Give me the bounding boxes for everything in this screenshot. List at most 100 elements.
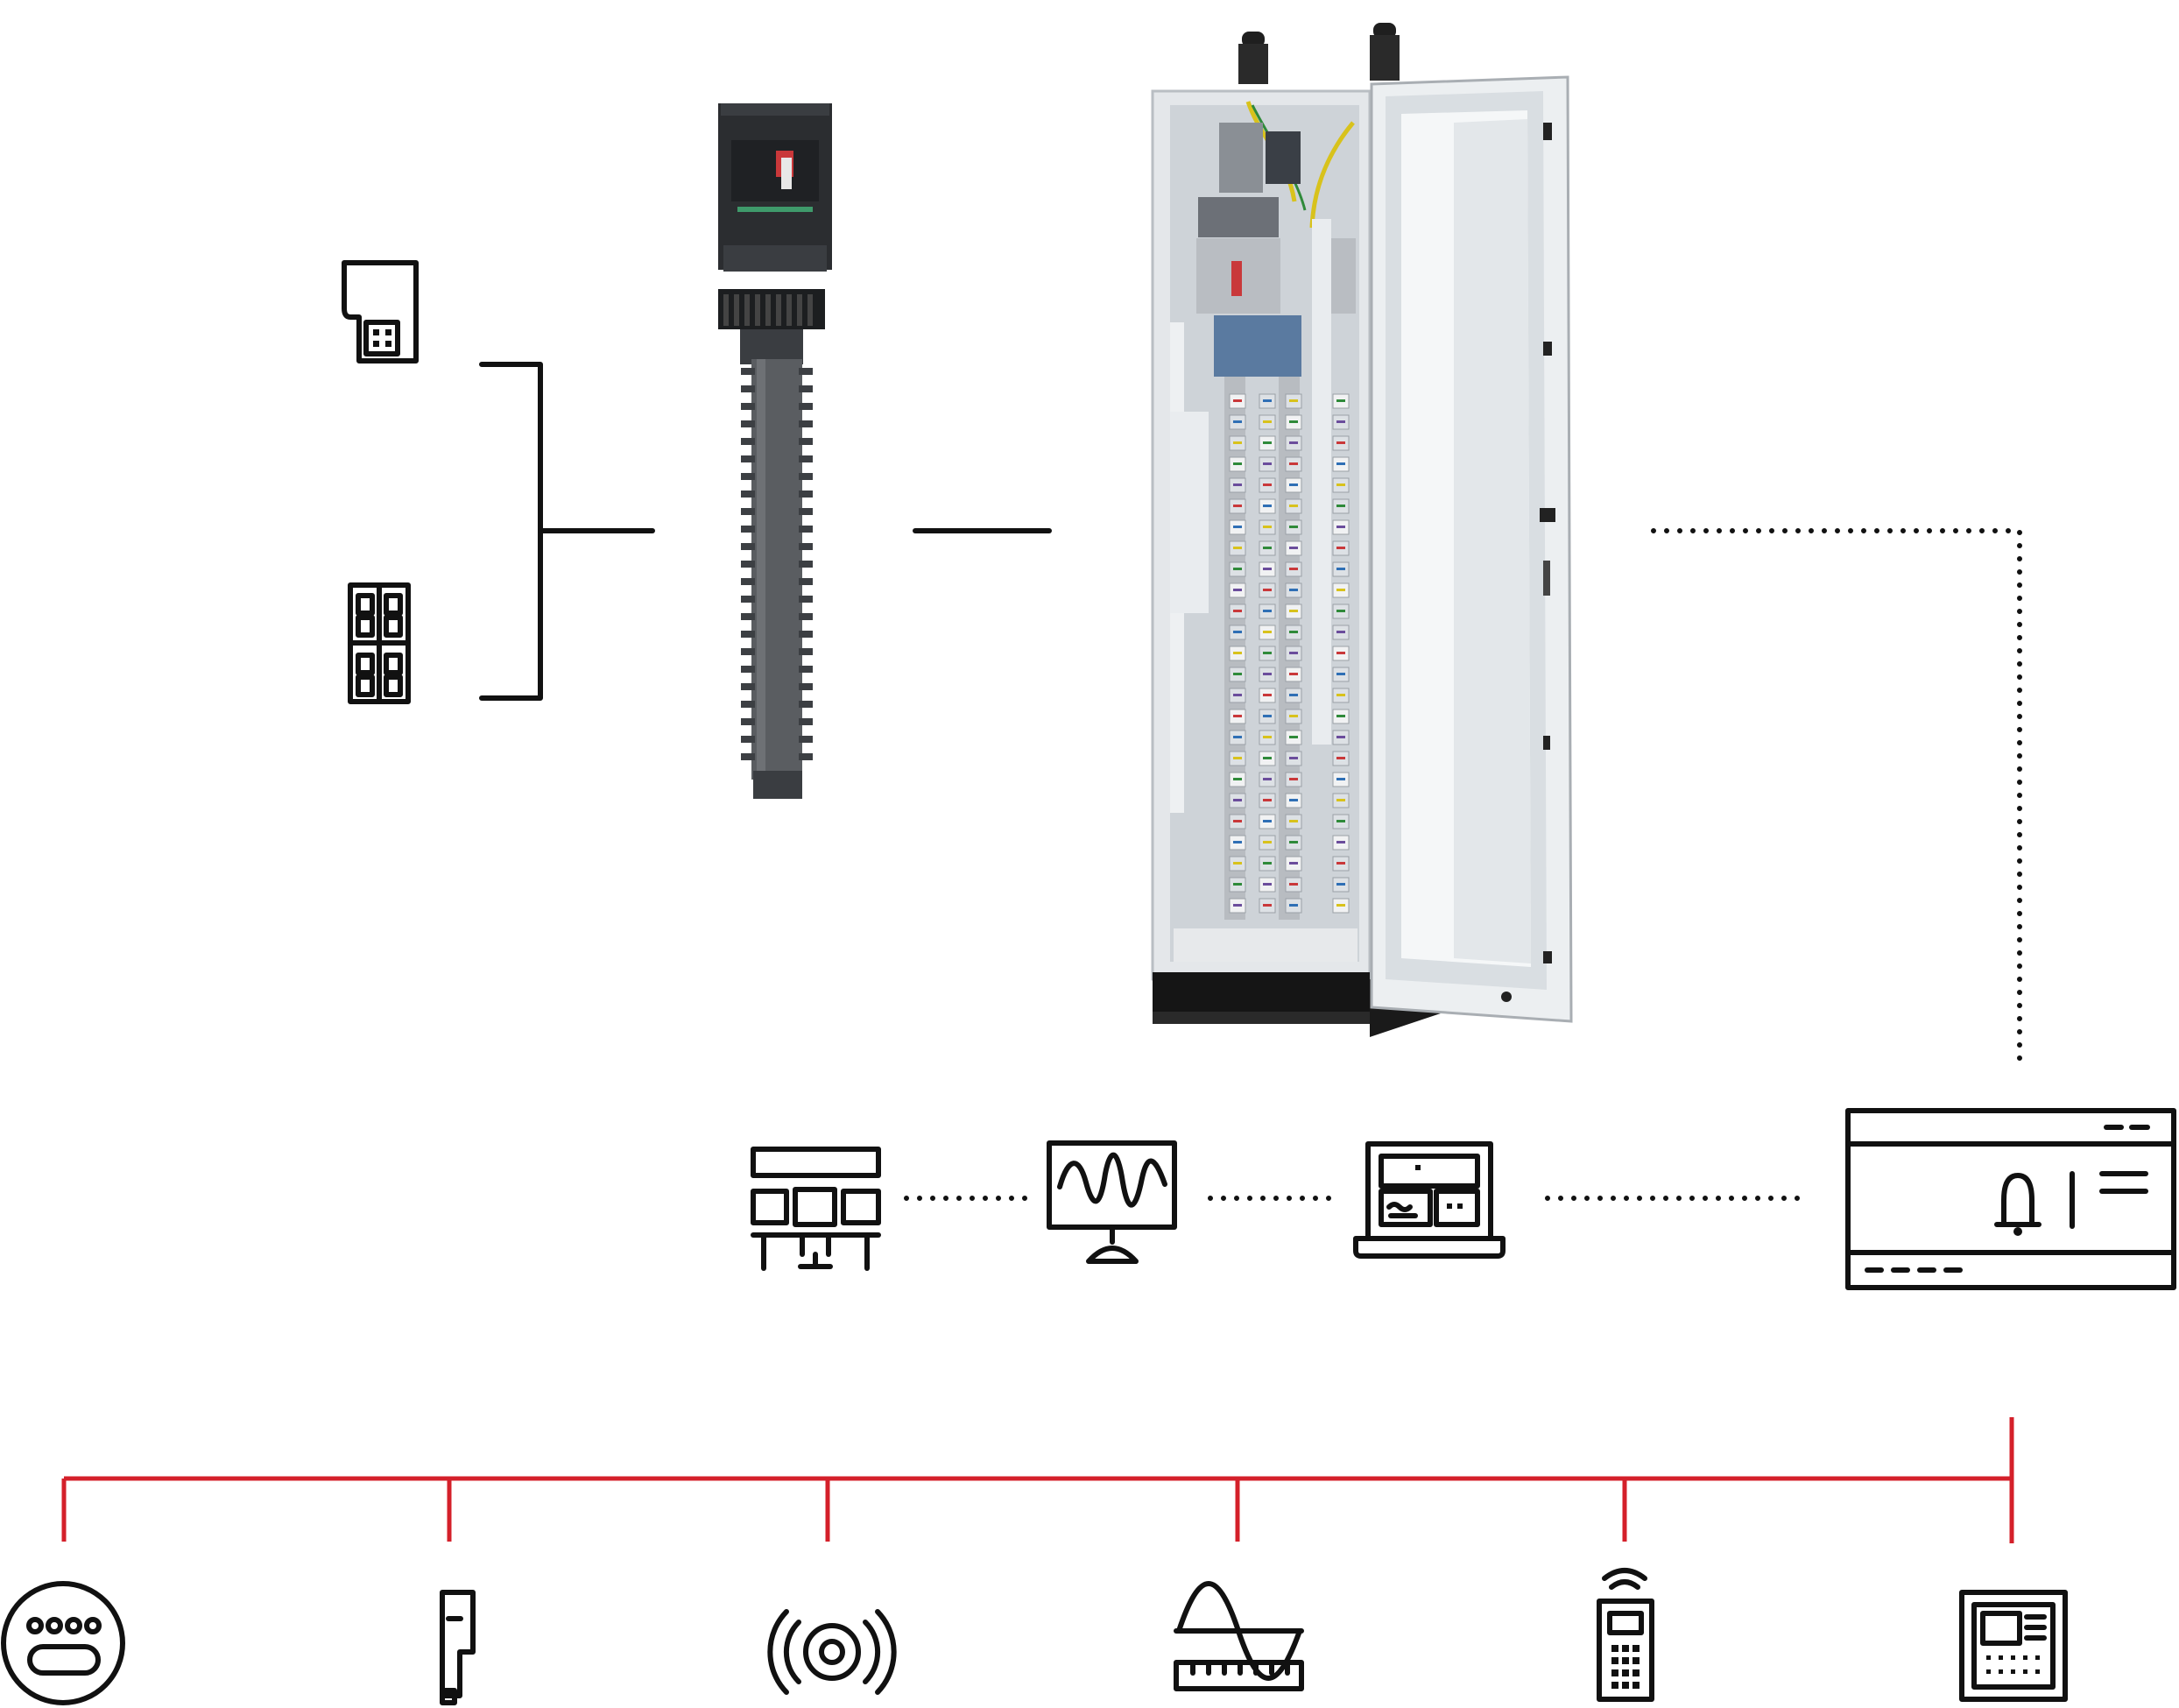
cabinet-wire [1263, 483, 1272, 486]
busbar-tap [741, 578, 755, 585]
busbar-fins [723, 294, 813, 326]
cabinet-wire [1289, 526, 1298, 528]
cabinet-wire [1336, 420, 1345, 423]
laptop-dashboard-icon [1353, 1141, 1506, 1259]
cabinet-wire [1263, 505, 1272, 507]
busbar-tap [741, 666, 755, 673]
cabinet-wire [1233, 652, 1242, 654]
cabinet-wire [1263, 526, 1272, 528]
busbar-tap [741, 631, 755, 638]
cabinet-wire [1263, 799, 1272, 801]
fieldbus-red-line [61, 1417, 2014, 1543]
din-rail-gateway-icon [1845, 1108, 2176, 1290]
busbar-tap [799, 648, 813, 655]
cabinet-wire [1263, 694, 1272, 696]
busbar-tap [799, 403, 813, 410]
cabinet-wire [1263, 715, 1272, 717]
cabinet-wire [1336, 778, 1345, 780]
cabinet-wire [1289, 441, 1298, 444]
cabinet-wire [1233, 420, 1242, 423]
rcbo-module-icon [348, 582, 411, 704]
busbar-tap [799, 473, 813, 480]
cabinet-wire [1233, 904, 1242, 907]
cabinet-wire [1336, 610, 1345, 612]
cabinet-wire [1336, 673, 1345, 675]
cabinet-wire [1233, 820, 1242, 822]
cabinet-wire [1263, 441, 1272, 444]
cabinet-wire [1233, 462, 1242, 465]
cabinet-wire [1289, 820, 1298, 822]
cabinet-wire [1336, 589, 1345, 591]
cabinet-wire [1336, 736, 1345, 738]
cabinet-wire [1336, 799, 1345, 801]
cabinet-wire [1336, 483, 1345, 486]
busbar-tap [741, 736, 755, 743]
cabinet-wire [1263, 399, 1272, 402]
cabinet-wire [1289, 673, 1298, 675]
cabinet-wire [1336, 441, 1345, 444]
cabinet-wire [1233, 441, 1242, 444]
cabinet-wire [1289, 904, 1298, 907]
cabinet-wire [1233, 631, 1242, 633]
cabinet-wire [1289, 420, 1298, 423]
cabinet-wire [1336, 526, 1345, 528]
cabinet-wire [1289, 841, 1298, 843]
cabinet-wire [1233, 673, 1242, 675]
busbar-tap [741, 455, 755, 462]
cabinet-wire [1233, 694, 1242, 696]
cabinet-wire [1233, 483, 1242, 486]
busbar-taps [741, 368, 813, 760]
cabinet-wire [1289, 715, 1298, 717]
busbar-tap [741, 543, 755, 550]
cabinet-wire [1336, 399, 1345, 402]
cabinet-wire [1336, 757, 1345, 759]
busbar-tap [799, 718, 813, 725]
busbar-tap [799, 455, 813, 462]
cabinet-wire [1289, 883, 1298, 886]
cabinet-wire [1233, 547, 1242, 549]
busbar-tap [741, 473, 755, 480]
cabinet-wire [1233, 736, 1242, 738]
cabinet-wire [1289, 652, 1298, 654]
cabinet-wire [1233, 568, 1242, 570]
cabinet-wire [1263, 883, 1272, 886]
handheld-remote-icon [1597, 1568, 1654, 1702]
cabinet-wire [1233, 841, 1242, 843]
cabinet-wire [1263, 757, 1272, 759]
busbar-tap [799, 438, 813, 445]
cabinet-wire [1336, 862, 1345, 865]
busbar-tap [741, 648, 755, 655]
cabinet-wire [1336, 883, 1345, 886]
hmi-panel-icon [1959, 1590, 2068, 1702]
busbar-tap [799, 561, 813, 568]
cabinet-wire [1289, 589, 1298, 591]
wireless-sensor-icon [767, 1609, 897, 1695]
busbar-tap [799, 683, 813, 690]
busbar-tap [799, 385, 813, 392]
busbar-tap [799, 543, 813, 550]
power-quality-analyzer-icon [1174, 1581, 1304, 1691]
cabinet-wire [1289, 631, 1298, 633]
cabinet-wire [1263, 462, 1272, 465]
cabinet-wire [1336, 841, 1345, 843]
busbar-tap [741, 403, 755, 410]
cabinet-wire [1263, 420, 1272, 423]
distribution-cabinet [1151, 23, 1573, 1037]
cabinet-wire [1233, 778, 1242, 780]
busbar-tap [799, 596, 813, 603]
cabinet-wire [1233, 589, 1242, 591]
cabinet-wire [1263, 589, 1272, 591]
cabinet-wire [1289, 778, 1298, 780]
busbar-tap [741, 368, 755, 375]
cabinet-wire [1289, 610, 1298, 612]
cabinet-wire [1263, 652, 1272, 654]
cabinet-wire [1336, 547, 1345, 549]
busbar-tap [741, 753, 755, 760]
busbar-tap [741, 683, 755, 690]
control-room-icon [751, 1147, 881, 1271]
busbar-tap [741, 718, 755, 725]
cabinet-wire [1289, 736, 1298, 738]
busbar-tap [741, 613, 755, 620]
busbar-tap [799, 526, 813, 533]
cabinet-wire [1336, 904, 1345, 907]
